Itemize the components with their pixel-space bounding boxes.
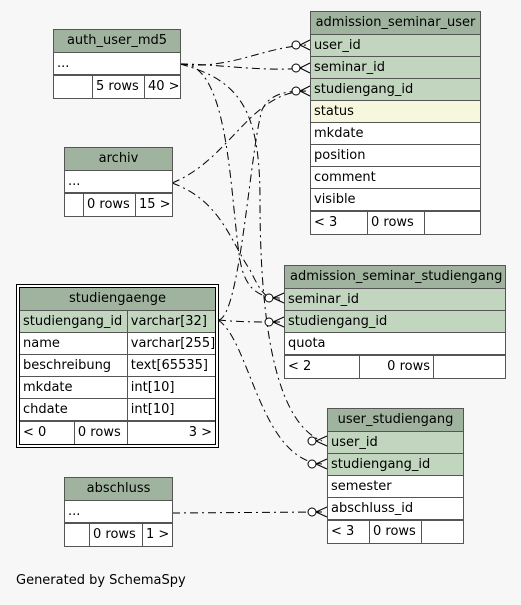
column-name: beschreibung [20,355,128,376]
table-row: chdate int[10] [20,399,215,421]
edge-auth-user-to-asu-user-id [179,44,307,66]
table-row: user_id [328,432,463,454]
table-row: user_id [311,35,480,57]
table-row: position [311,145,480,167]
column-type: int[10] [130,380,175,395]
table-row: status [311,101,480,123]
table-studiengaenge[interactable]: studiengaenge studiengang_id varchar[32]… [16,284,219,448]
table-row: mkdate [311,123,480,145]
table-row: ... [65,171,172,193]
table-title: admission_seminar_user [311,12,480,35]
table-title: archiv [65,148,172,171]
table-row: ... [65,501,172,523]
footer-parents: < 3 [328,521,370,543]
table-row: studiengang_id [328,454,463,476]
crowfoot-asu-studiengang-id [291,86,301,96]
table-footer: < 0 0 rows 3 > [20,421,215,444]
edge-abschluss-to-us [171,511,323,514]
footer-children [422,521,463,543]
crowfoot-us-user-id [307,436,317,446]
crowfoot-ass-seminar-id [264,293,274,303]
crowfoot-us-studiengang-id [307,459,317,469]
crowfoot-asu-seminar-id [291,63,301,73]
table-footer: < 3 0 rows [328,520,463,543]
table-row: semester [328,476,463,498]
table-row: comment [311,167,480,189]
footer-row-count: 0 rows [370,521,422,543]
edge-seminar-to-ass-seminar-id [179,63,281,299]
table-row: beschreibung text[65535] [20,355,215,377]
table-row: ... [54,53,180,75]
column-name: name [20,333,128,354]
table-row: seminar_id [311,57,480,79]
table-row: studiengang_id [311,79,480,101]
table-admission-seminar-studiengang[interactable]: admission_seminar_studiengang seminar_id… [284,265,506,379]
table-title: admission_seminar_studiengang [285,266,505,289]
footer-parents [54,76,93,98]
column-type: text[65535] [130,358,208,373]
footer-row-count: 5 rows [93,76,145,98]
footer-parents [65,194,84,216]
footer-children [425,212,480,234]
edge-auth-user-to-us-user-id [179,63,323,442]
table-row: abschluss_id [328,498,463,520]
edge-studiengaenge-to-us-studiengang [217,319,323,465]
column-name: mkdate [20,377,128,398]
table-footer: 0 rows 1 > [65,523,172,546]
crowfoot-asu-user-id [291,40,301,50]
generated-by-text: Generated by SchemaSpy [16,573,186,588]
table-row: quota [285,333,505,355]
table-footer: 5 rows 40 > [54,75,180,98]
footer-row-count: 0 rows [90,524,143,546]
crowfoot-ass-studiengang-id [264,317,274,327]
table-row: studiengang_id [285,311,505,333]
table-user-studiengang[interactable]: user_studiengang user_id studiengang_id … [327,408,464,544]
footer-parents [65,524,90,546]
edge-archiv-to-ass [171,182,281,301]
table-row: visible [311,189,480,211]
footer-children [434,356,505,378]
footer-children: 3 > [188,425,212,440]
footer-children: 40 > [148,79,180,94]
table-row: mkdate int[10] [20,377,215,399]
table-title: user_studiengang [328,409,463,432]
footer-children: 15 > [139,197,171,212]
footer-row-count: 0 rows [75,422,128,444]
footer-parents: < 2 [285,356,360,378]
table-admission-seminar-user[interactable]: admission_seminar_user user_id seminar_i… [310,11,481,235]
table-footer: < 2 0 rows [285,355,505,378]
table-row: name varchar[255] [20,333,215,355]
table-abschluss[interactable]: abschluss ... 0 rows 1 > [64,477,173,547]
table-title: abschluss [65,478,172,501]
edge-seminar-to-asu-seminar-id [179,63,307,70]
column-type: varchar[32] [130,314,207,329]
footer-row-count: 0 rows [368,212,425,234]
table-auth-user-md5[interactable]: auth_user_md5 ... 5 rows 40 > [53,29,181,99]
footer-row-count: 0 rows [360,356,434,378]
column-name: chdate [20,399,128,420]
footer-parents: < 3 [311,212,368,234]
edge-studiengaenge-to-asu-studiengang [217,90,307,321]
footer-children: 1 > [146,527,170,542]
crowfoot-us-abschluss-id [307,507,317,517]
footer-parents: < 0 [20,422,75,444]
footer-row-count: 0 rows [84,194,136,216]
table-footer: < 3 0 rows [311,211,480,234]
table-title: studiengaenge [20,288,215,311]
edge-archiv-to-asu [171,90,307,184]
table-title: auth_user_md5 [54,30,180,53]
table-archiv[interactable]: archiv ... 0 rows 15 > [64,147,173,217]
column-type: int[10] [130,402,175,417]
table-footer: 0 rows 15 > [65,193,172,216]
table-row: studiengang_id varchar[32] [20,311,215,333]
table-row: seminar_id [285,289,505,311]
column-type: varchar[255] [130,336,215,351]
column-name: studiengang_id [20,311,128,332]
